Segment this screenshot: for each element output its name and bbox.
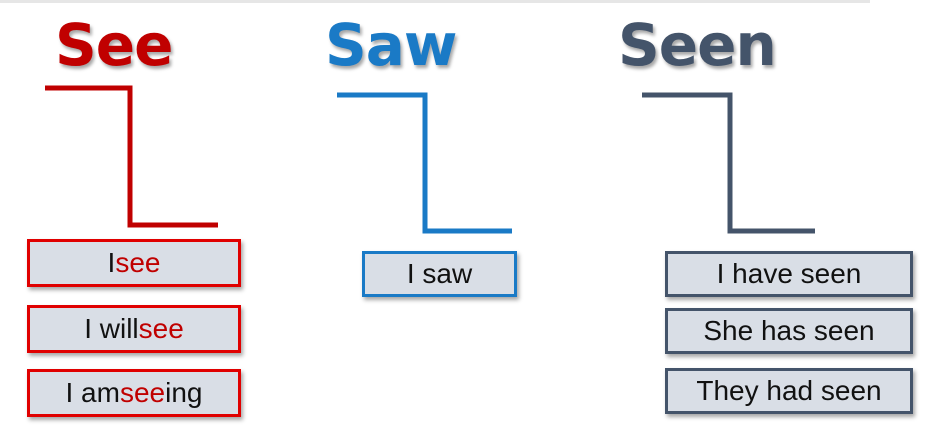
see-box-future-highlight: see — [138, 313, 184, 344]
see-box-present-pre: I — [107, 247, 116, 278]
heading-seen: Seen — [618, 11, 777, 79]
see-box-present-highlight: see — [115, 247, 161, 278]
seen-box-she-has: She has seen — [665, 308, 913, 354]
see-box-continuous-post: ing — [165, 377, 203, 408]
seen-box-i-have: I have seen — [665, 251, 913, 297]
see-box-future-pre: I will — [84, 313, 139, 344]
seen-box-i-have-text: I have seen — [716, 258, 862, 289]
top-divider — [0, 0, 870, 3]
heading-saw: Saw — [325, 11, 457, 79]
see-box-future: I will see — [27, 305, 241, 353]
see-box-continuous-highlight: see — [119, 377, 166, 408]
seen-box-they-had-text: They had seen — [696, 375, 882, 406]
see-box-continuous-pre: I am — [65, 377, 120, 408]
heading-see: See — [55, 11, 173, 79]
saw-box-past-text: I saw — [406, 258, 473, 289]
see-box-present: I see — [27, 239, 241, 287]
saw-box-past: I saw — [362, 251, 517, 297]
seen-box-she-has-text: She has seen — [703, 315, 875, 346]
seen-box-they-had: They had seen — [665, 368, 913, 414]
